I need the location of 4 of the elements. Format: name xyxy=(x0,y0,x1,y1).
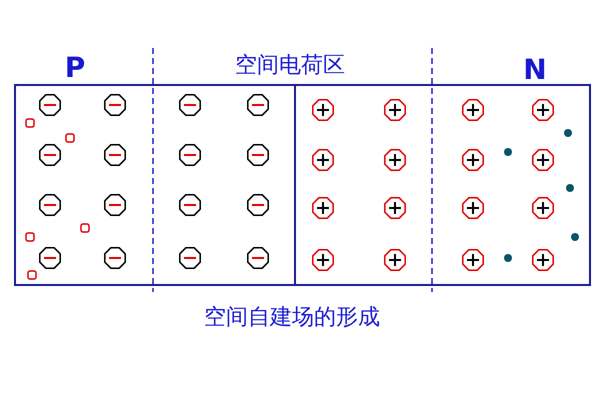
region-label: P xyxy=(64,54,86,82)
caption: 空间自建场的形成 xyxy=(204,307,380,329)
region-label: N xyxy=(523,56,547,84)
region-label: 空间电荷区 xyxy=(235,55,345,77)
